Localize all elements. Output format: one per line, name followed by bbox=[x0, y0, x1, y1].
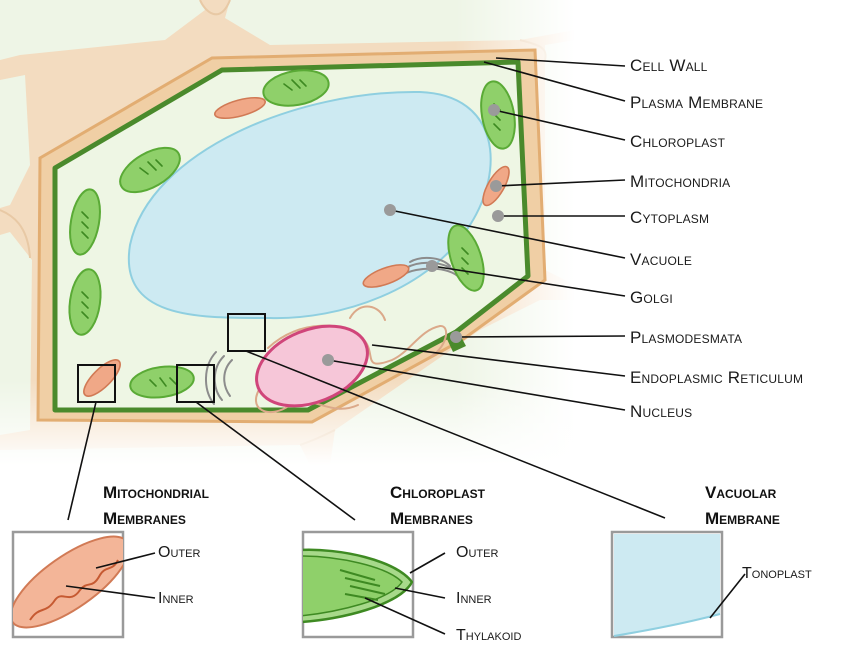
label-mitochondria: Mitochondria bbox=[630, 172, 730, 192]
label-chloroplast: Chloroplast bbox=[630, 132, 725, 152]
label-plasmodesmata: Plasmodesmata bbox=[630, 328, 742, 348]
label-nucleus: Nucleus bbox=[630, 402, 692, 422]
inset-mitochondrial-inner: Inner bbox=[158, 589, 194, 609]
label-vacuole: Vacuole bbox=[630, 250, 692, 270]
inset-chloroplast bbox=[300, 532, 445, 637]
label-endoplasmic-reticulum: Endoplasmic Reticulum bbox=[630, 368, 803, 388]
inset-mitochondrial-title-2: Membranes bbox=[103, 506, 186, 532]
inset-chloroplast-title-1: Chloroplast bbox=[390, 480, 485, 506]
inset-chloroplast-outer: Outer bbox=[456, 543, 498, 563]
inset-vacuolar-title-1: Vacuolar bbox=[705, 480, 776, 506]
inset-mitochondrial-title-1: Mitochondrial bbox=[103, 480, 209, 506]
inset-vacuolar-title-2: Membrane bbox=[705, 506, 780, 532]
label-cytoplasm: Cytoplasm bbox=[630, 208, 709, 228]
inset-mitochondrial bbox=[0, 521, 155, 644]
label-plasma-membrane: Plasma Membrane bbox=[630, 93, 763, 113]
inset-vacuolar bbox=[612, 532, 745, 637]
inset-chloroplast-inner: Inner bbox=[456, 589, 492, 609]
label-golgi: Golgi bbox=[630, 288, 673, 308]
label-cell-wall: Cell Wall bbox=[630, 56, 708, 76]
inset-mitochondrial-outer: Outer bbox=[158, 543, 200, 563]
inset-vacuolar-tonoplast: Tonoplast bbox=[742, 564, 812, 584]
inset-chloroplast-thylakoid: Thylakoid bbox=[456, 626, 521, 646]
inset-chloroplast-title-2: Membranes bbox=[390, 506, 473, 532]
